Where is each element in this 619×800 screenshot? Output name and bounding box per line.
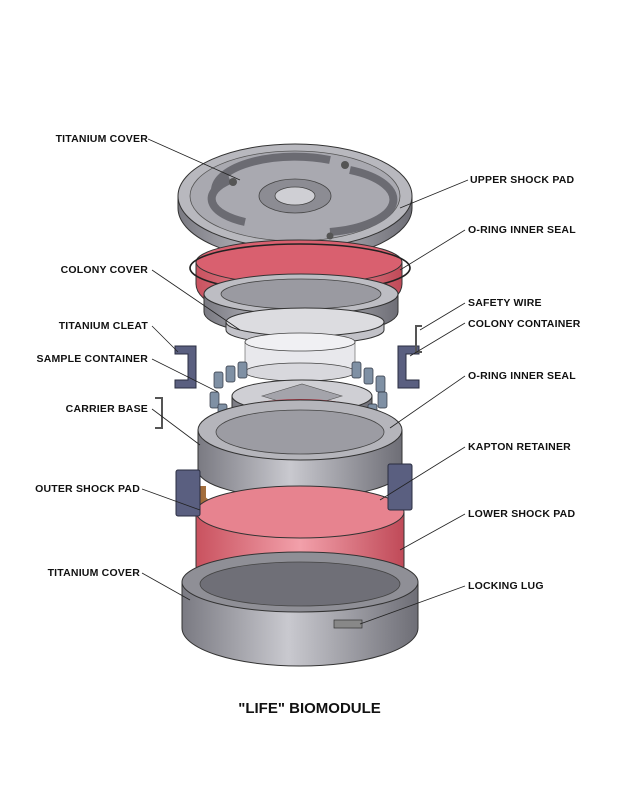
- locking-lug: [333, 619, 363, 629]
- label-lower-shock-pad: LOWER SHOCK PAD: [468, 508, 576, 520]
- label-titanium-cleat: TITANIUM CLEAT: [58, 320, 148, 332]
- titanium-cover-bottom: [181, 551, 419, 667]
- label-colony-cover: COLONY COVER: [60, 264, 148, 276]
- label-safety-wire: SAFETY WIRE: [468, 297, 542, 309]
- leader-lines: [141, 138, 469, 625]
- diagram-title: "LIFE" BIOMODULE: [238, 700, 381, 717]
- label-carrier-base: CARRIER BASE: [65, 403, 148, 415]
- colony-window: [244, 332, 356, 382]
- titanium-cover-top: [177, 143, 413, 261]
- label-titanium-cover-bottom: TITANIUM COVER: [47, 567, 140, 579]
- titanium-cleats: [174, 345, 420, 517]
- label-o-ring-inner-seal-lower: O-RING INNER SEAL: [468, 370, 576, 382]
- label-o-ring-inner-seal-upper: O-RING INNER SEAL: [468, 224, 576, 236]
- label-outer-shock-pad: OUTER SHOCK PAD: [35, 483, 140, 495]
- label-titanium-cover-top: TITANIUM COVER: [55, 133, 148, 145]
- label-kapton-retainer: KAPTON RETAINER: [468, 441, 571, 453]
- label-colony-container: COLONY CONTAINER: [468, 318, 581, 330]
- label-upper-shock-pad: UPPER SHOCK PAD: [470, 174, 575, 186]
- label-locking-lug: LOCKING LUG: [468, 580, 544, 592]
- carrier-base: [197, 399, 403, 499]
- safety-wire: [155, 325, 422, 429]
- label-sample-container: SAMPLE CONTAINER: [36, 353, 148, 365]
